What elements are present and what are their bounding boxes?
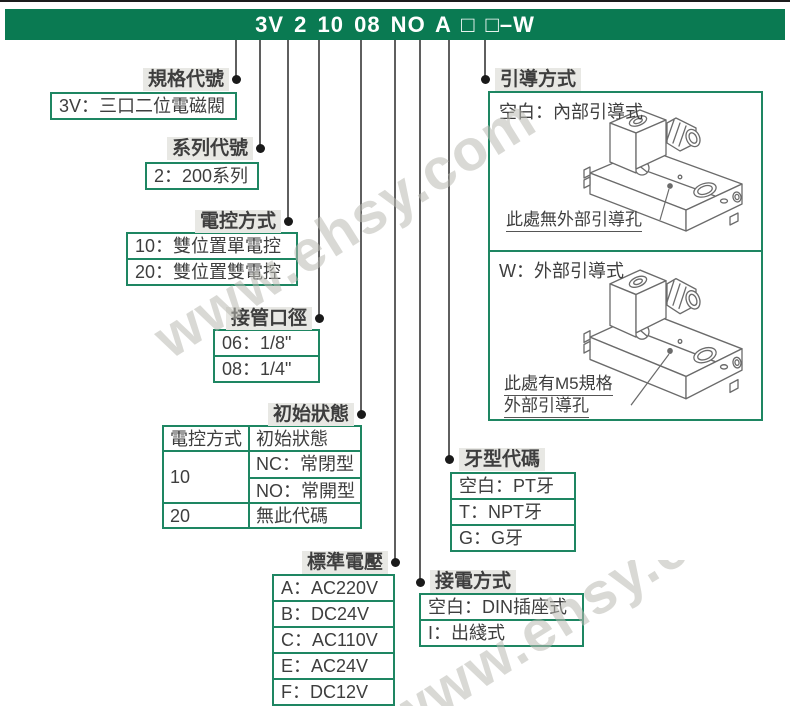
- pilot-external-note-2: 外部引導孔: [504, 396, 589, 418]
- connector-line-pilot: [484, 40, 486, 79]
- voltage-box: A：AC220V B：DC24V C：AC110V E：AC24V F：DC12…: [272, 574, 395, 706]
- table-cell-nc: NC：常閉型: [256, 454, 354, 474]
- connector-dot: [284, 217, 293, 226]
- thread-row: T：NPT牙: [452, 498, 574, 524]
- port-row: 08：1/4": [215, 355, 318, 381]
- voltage-row: F：DC12V: [274, 678, 393, 704]
- table-cell-no: NO：常開型: [250, 477, 360, 502]
- thread-row: G：G牙: [452, 524, 574, 550]
- table-cell-code-20: 20: [164, 502, 250, 527]
- pilot-internal-title: 空白：內部引導式: [499, 102, 643, 122]
- control-row: 10：雙位置單電控: [135, 236, 282, 256]
- connector-dot: [391, 558, 400, 567]
- model-code-banner: 3V 2 10 08 NO A □ □–W: [5, 9, 785, 40]
- connector-dot: [315, 314, 324, 323]
- label-thread: 牙型代碼: [459, 448, 546, 471]
- connector-line-series: [259, 40, 261, 150]
- series-box: 2：200系列: [145, 162, 259, 190]
- connector-dot: [232, 75, 241, 84]
- pilot-external-title: W：外部引導式: [499, 261, 624, 281]
- series-row: 2：200系列: [154, 166, 249, 186]
- voltage-row: A：AC220V: [281, 578, 379, 598]
- connector-line-port: [318, 40, 320, 318]
- connector-dot: [481, 75, 490, 84]
- connection-row: I：出綫式: [421, 619, 582, 645]
- label-initial: 初始狀態: [267, 403, 354, 426]
- connector-line-voltage: [394, 40, 396, 562]
- connection-row: 空白：DIN插座式: [428, 597, 567, 617]
- label-series: 系列代號: [166, 137, 253, 160]
- connector-line-control: [287, 40, 289, 221]
- connector-dot: [416, 578, 425, 587]
- connection-box: 空白：DIN插座式 I：出綫式: [419, 593, 584, 647]
- model-code-text: 3V 2 10 08 NO A □ □–W: [255, 11, 535, 37]
- initial-state-table: 電控方式 初始狀態 10 NC：常閉型 NO：常開型 20 無此代碼: [162, 425, 362, 529]
- thread-box: 空白：PT牙 T：NPT牙 G：G牙: [450, 472, 576, 552]
- connector-dot: [357, 410, 366, 419]
- table-header-cell: 電控方式: [164, 427, 250, 452]
- table-cell-none: 無此代碼: [250, 502, 360, 527]
- voltage-row: B：DC24V: [274, 600, 393, 626]
- valve-drawing-external: [583, 269, 743, 406]
- voltage-row: E：AC24V: [274, 652, 393, 678]
- table-cell-code-10: 10: [164, 452, 250, 502]
- label-voltage: 標準電壓: [301, 551, 388, 574]
- connector-dot: [445, 455, 454, 464]
- label-pilot: 引導方式: [495, 68, 582, 91]
- table-header-cell: 初始狀態: [250, 427, 360, 452]
- control-row: 20：雙位置雙電控: [128, 258, 296, 284]
- pilot-external-note-1: 此處有M5規格: [504, 374, 613, 396]
- voltage-row: C：AC110V: [274, 626, 393, 652]
- spec-row: 3V：三口二位電磁閥: [59, 96, 226, 116]
- top-rule: [0, 0, 790, 2]
- port-box: 06：1/8" 08：1/4": [213, 329, 320, 383]
- label-port: 接管口徑: [225, 307, 312, 330]
- label-spec: 規格代號: [142, 68, 229, 91]
- pilot-box: 空白：內部引導式 此處無外部引導孔 W：外部引導式 此處有M5規格 外部引導孔: [488, 91, 763, 421]
- connector-dot: [256, 144, 265, 153]
- valve-drawing-internal: [583, 109, 743, 232]
- label-control: 電控方式: [194, 210, 281, 233]
- connector-line-thread: [448, 40, 450, 459]
- pilot-external-section: W：外部引導式 此處有M5規格 外部引導孔: [490, 252, 761, 419]
- pilot-internal-note: 此處無外部引導孔: [506, 210, 642, 232]
- connector-line-connection: [419, 40, 421, 582]
- thread-row: 空白：PT牙: [459, 476, 555, 496]
- port-row: 06：1/8": [222, 333, 292, 353]
- connector-line-spec: [235, 40, 237, 79]
- label-connection: 接電方式: [430, 570, 517, 593]
- control-box: 10：雙位置單電控 20：雙位置雙電控: [126, 232, 298, 286]
- pilot-internal-section: 空白：內部引導式 此處無外部引導孔: [490, 93, 761, 252]
- spec-box: 3V：三口二位電磁閥: [50, 92, 237, 120]
- connector-line-initial: [360, 40, 362, 414]
